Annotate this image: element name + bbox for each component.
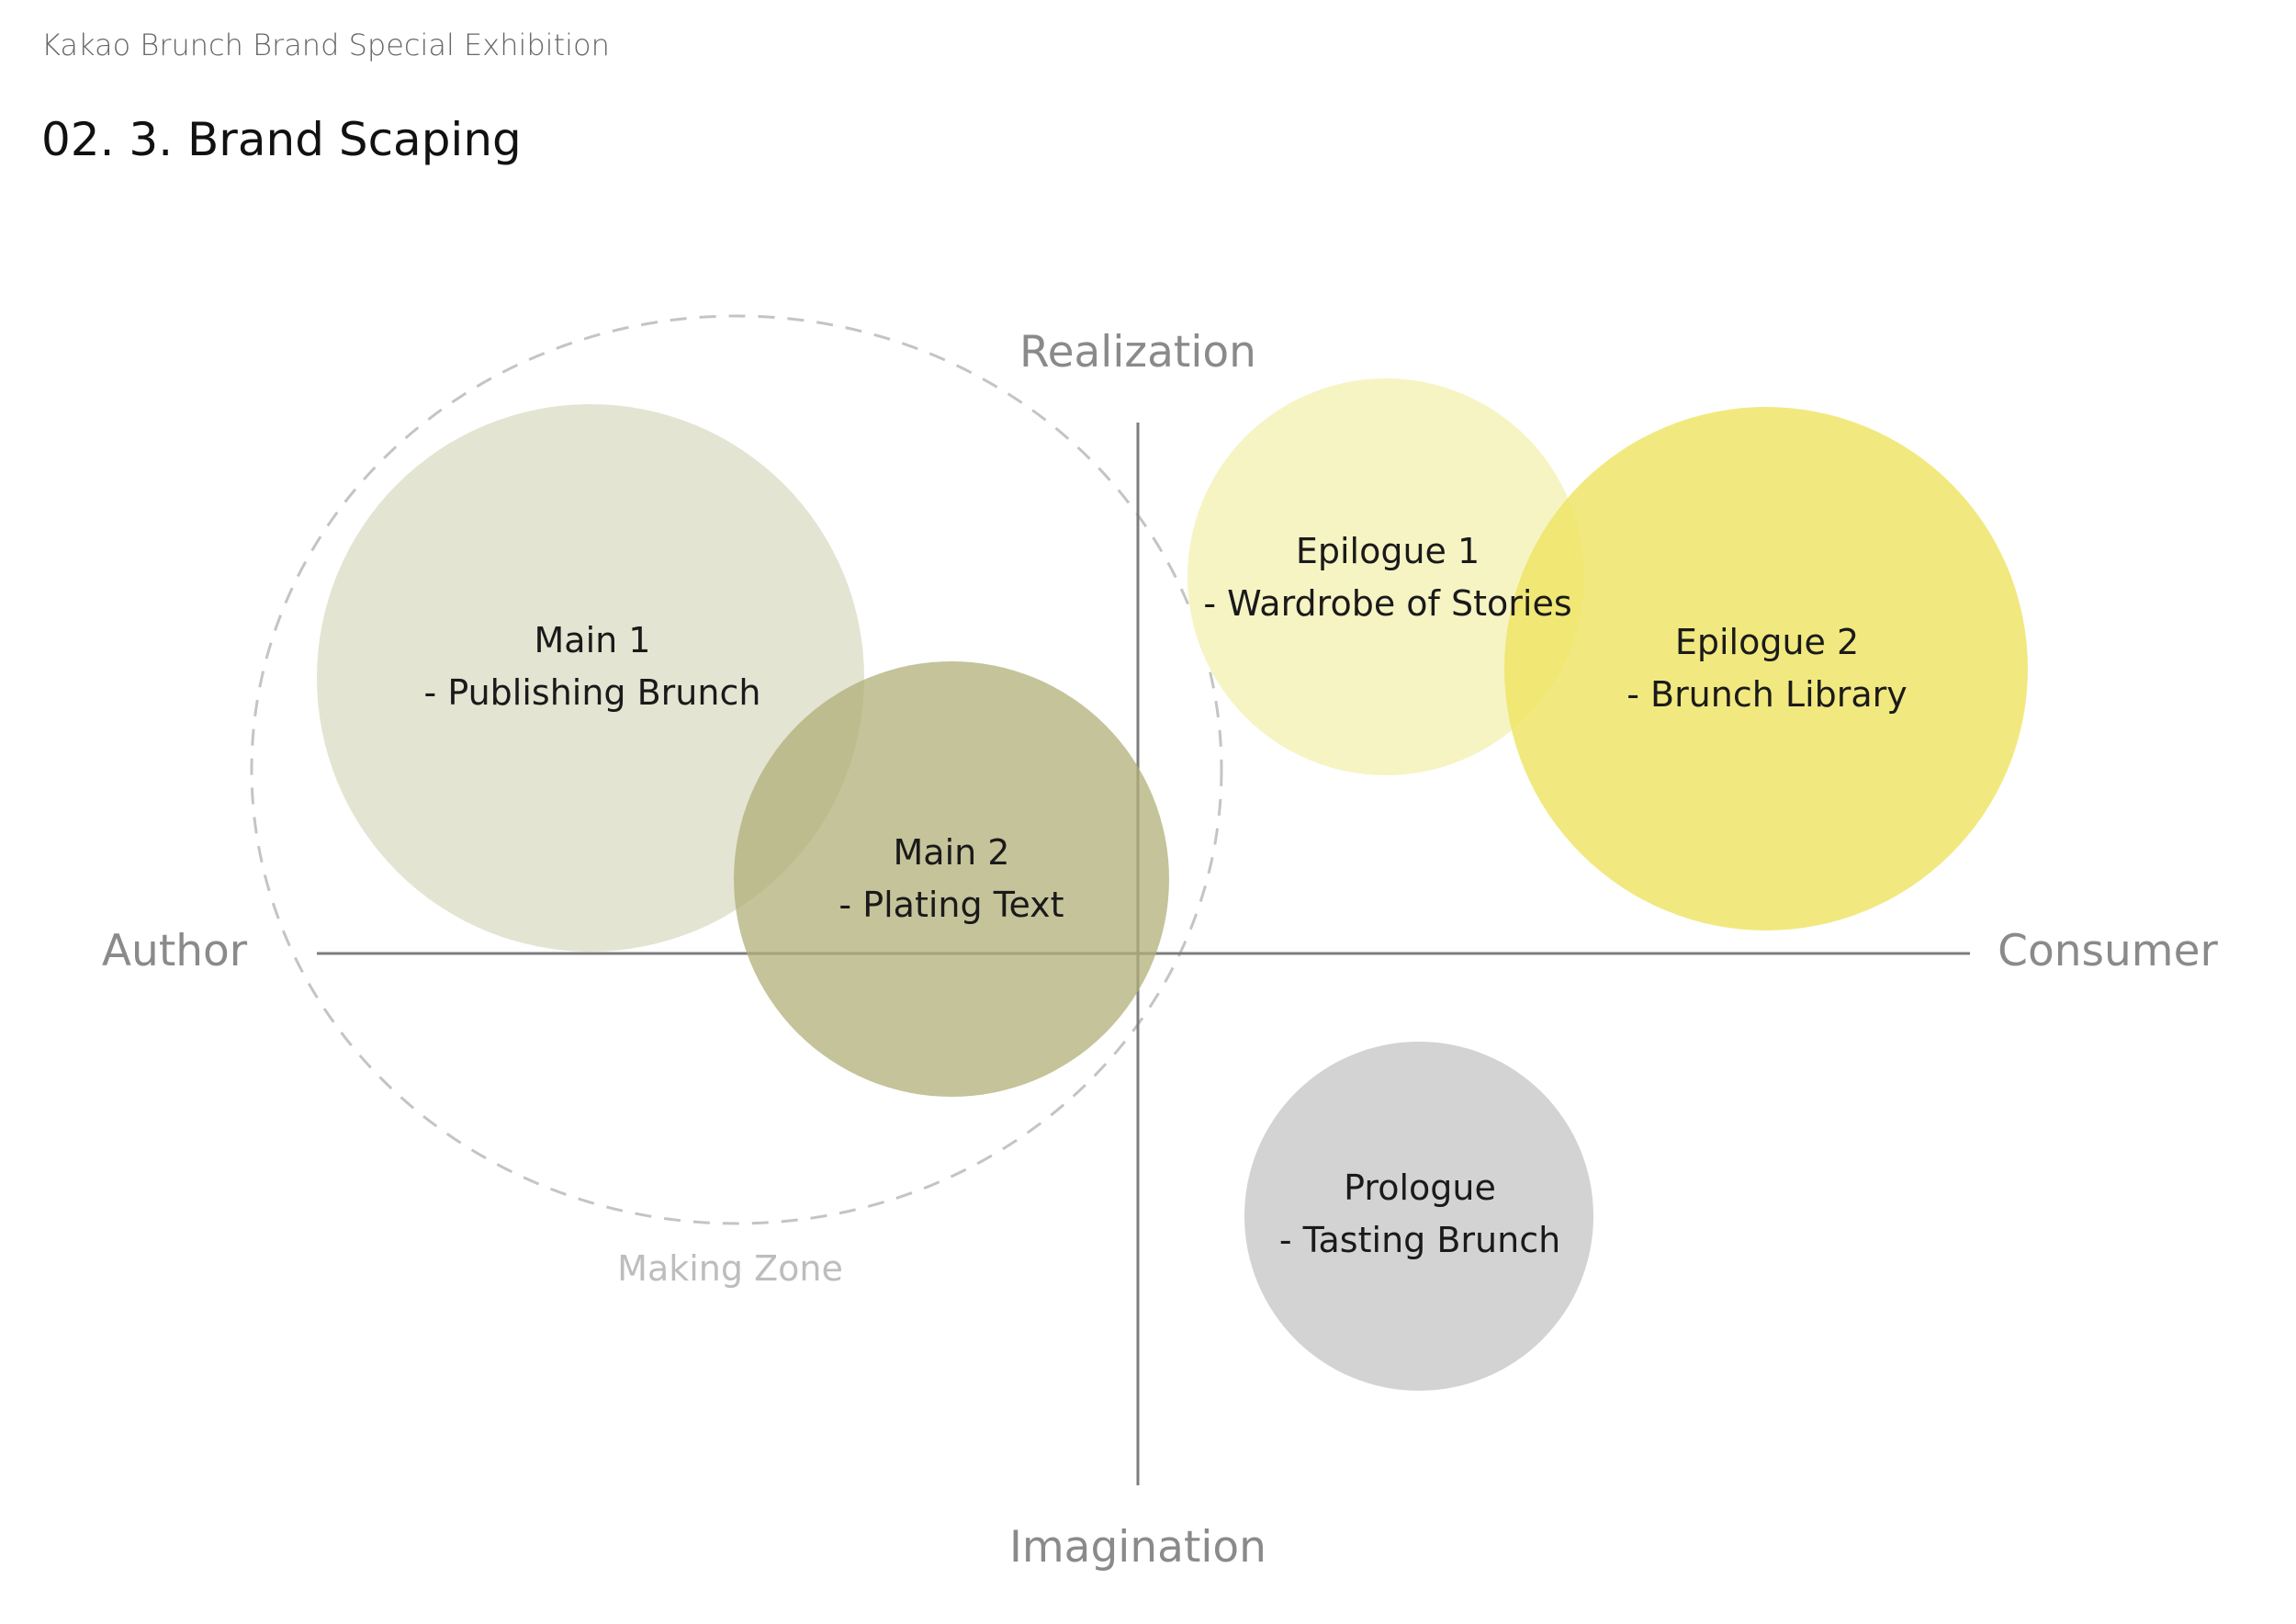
- exhibition-subtitle: Kakao Brunch Brand Special Exhibition: [41, 28, 610, 62]
- making-zone-label: Making Zone: [617, 1248, 843, 1289]
- bubble-main2: [734, 661, 1169, 1097]
- making-zone-outline: [250, 314, 1223, 1225]
- page-title: 02. 3. Brand Scaping: [41, 113, 522, 166]
- page-header: Kakao Brunch Brand Special Exhibition 02…: [41, 28, 610, 166]
- axis-label-left: Author: [102, 926, 248, 976]
- bubble-prologue-subtitle: - Tasting Brunch: [1279, 1220, 1560, 1260]
- bubble-epilogue2-title: Epilogue 2: [1675, 622, 1859, 662]
- bubble-prologue: [1244, 1042, 1593, 1391]
- bubble-main1: [317, 404, 864, 952]
- bubble-epilogue1-subtitle: - Wardrobe of Stories: [1203, 583, 1571, 624]
- bubble-main1-subtitle: - Publishing Brunch: [424, 672, 761, 713]
- axis-label-right: Consumer: [1998, 926, 2218, 976]
- bubble-epilogue1-title: Epilogue 1: [1296, 531, 1480, 571]
- bubble-main2-title: Main 2: [894, 832, 1010, 873]
- bubble-epilogue1: [1187, 378, 1584, 775]
- axis-label-top: Realization: [1019, 327, 1256, 378]
- bubble-prologue-title: Prologue: [1344, 1167, 1496, 1208]
- bubble-main2-subtitle: - Plating Text: [838, 885, 1064, 925]
- bubble-main1-title: Main 1: [535, 620, 651, 660]
- bubble-epilogue2: [1504, 407, 2028, 930]
- bubble-epilogue2-subtitle: - Brunch Library: [1626, 674, 1908, 715]
- axis-label-bottom: Imagination: [1009, 1522, 1266, 1573]
